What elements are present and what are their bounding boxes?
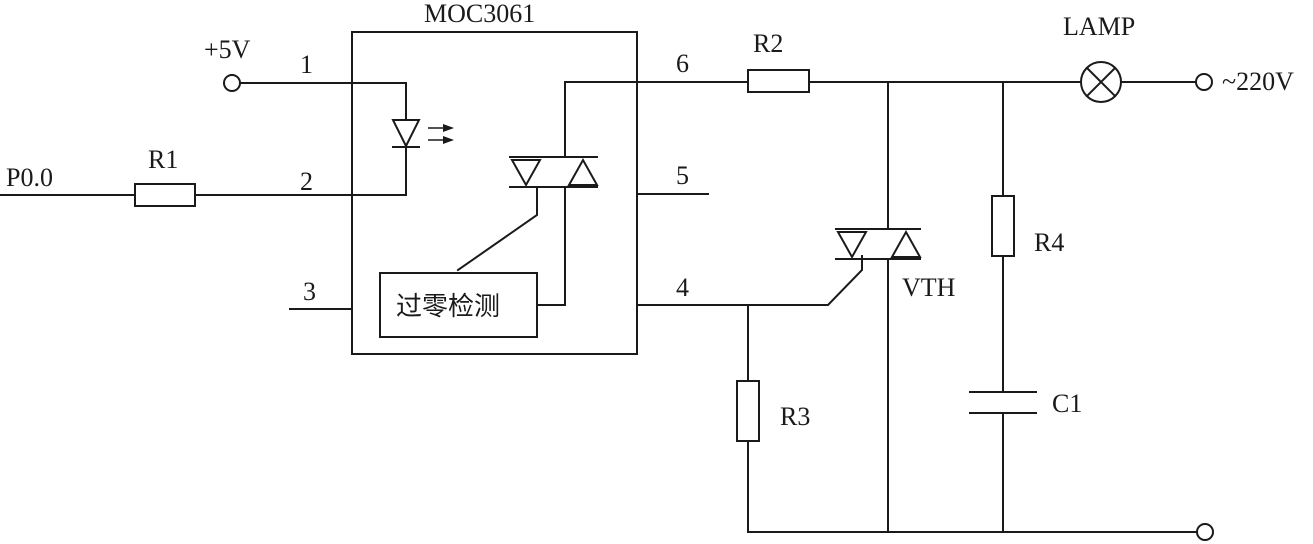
pin3-label: 3 <box>303 277 316 306</box>
ac-label: ~220V <box>1222 67 1294 96</box>
pin5-label: 5 <box>676 161 689 190</box>
pin1-label: 1 <box>300 50 313 79</box>
r3-resistor <box>736 380 760 442</box>
vcc-label: +5V <box>204 35 251 64</box>
r1-resistor <box>134 183 196 207</box>
pin6-internal-wire <box>564 81 638 158</box>
led-icon <box>391 119 421 196</box>
r4-resistor <box>991 195 1015 257</box>
c1-capacitor-icon <box>969 391 1037 414</box>
zero-cross-label: 过零检测 <box>396 292 500 322</box>
r2-resistor <box>747 69 810 93</box>
r3-label: R3 <box>780 402 810 431</box>
ac-terminal-top <box>1195 73 1213 91</box>
pin4-wire <box>636 255 863 306</box>
vth-triac-icon <box>835 228 922 260</box>
moc3061-label: MOC3061 <box>424 0 535 28</box>
lamp-icon <box>1080 61 1122 103</box>
light-emission-arrows-icon <box>428 124 454 144</box>
pin4-label: 4 <box>676 273 689 302</box>
pin4-internal-wire <box>536 186 566 306</box>
triac-gate-link <box>456 186 538 272</box>
input-label: P0.0 <box>6 163 53 192</box>
r1-label: R1 <box>148 145 178 174</box>
c1-label: C1 <box>1052 389 1082 418</box>
photo-triac-icon <box>509 156 599 188</box>
vth-label: VTH <box>902 273 956 302</box>
r2-label: R2 <box>753 29 783 58</box>
r4-label: R4 <box>1034 228 1064 257</box>
pin1-wire <box>239 82 407 121</box>
ac-terminal-bottom <box>1196 523 1214 541</box>
vcc-terminal <box>223 74 241 92</box>
lamp-label: LAMP <box>1063 12 1135 41</box>
pin6-label: 6 <box>676 49 689 78</box>
pin2-label: 2 <box>300 167 313 196</box>
